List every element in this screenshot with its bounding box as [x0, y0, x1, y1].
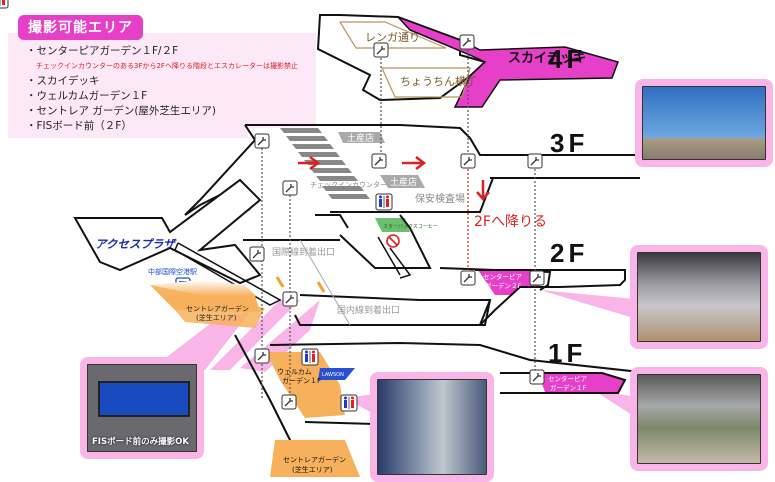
souvenir-shop-2: 土産店	[390, 176, 417, 188]
escalator-icon	[529, 270, 545, 286]
floor-label-4f: 4F	[548, 44, 587, 74]
centrair-garden-2-sub: (芝生エリア)	[292, 465, 333, 474]
access-plaza-label: アクセスプラザ	[95, 237, 177, 251]
descend-to-2f-label: 2Fへ降りる	[474, 214, 547, 230]
access-plaza-area	[73, 178, 262, 285]
escalator-icon	[371, 153, 387, 169]
center-pier-2f-photo	[630, 245, 768, 349]
lawson-label: LAWSON	[322, 372, 344, 378]
welcome-garden-label-2: ガーデン１F	[282, 376, 321, 385]
escalator-icon	[282, 291, 298, 307]
centrair-garden-1-sub: (芝生エリア)	[196, 313, 237, 322]
renga-dori-label: レンガ通り	[365, 31, 420, 44]
escalator-icon	[529, 369, 545, 385]
legend-note-prohibited: チェックインカウンターのある3Fから2Fへ降りる階段とエスカレーターは撮影禁止	[36, 62, 298, 70]
floor-label-1f: 1F	[548, 338, 587, 368]
no-photo-icon	[386, 234, 400, 248]
dom-arrival-label: 国内線到着出口	[337, 304, 400, 316]
cpg1f-label-1: センターピア	[548, 374, 588, 383]
restroom-icon	[301, 348, 319, 366]
legend-title: 撮影可能エリア	[18, 15, 143, 40]
chochin-yokocho-label: ちょうちん横丁	[400, 74, 477, 88]
center-pier-1f-photo	[630, 367, 768, 471]
escalator-icon	[460, 153, 476, 169]
centrair-garden-area-1	[150, 285, 265, 328]
cpg1f-callout-tail	[590, 388, 640, 420]
cpg2f-label-2: ガーデン２F	[485, 281, 522, 290]
starbucks-label: スターバックスコーヒー	[383, 223, 438, 230]
legend-item-sky-deck: ・スカイデッキ	[26, 75, 100, 87]
restroom-icon	[375, 193, 393, 211]
photo-area-legend: ・センターピアガーデン１F/２F チェックインカウンターのある3Fから2Fへ降り…	[8, 33, 316, 138]
fis-board-screen	[98, 381, 190, 417]
escalator-icon	[527, 153, 543, 169]
restroom-icons	[0, 0, 393, 412]
sky-deck-area	[397, 16, 619, 108]
escalator-icon	[459, 34, 475, 50]
restroom-icon	[340, 394, 358, 412]
legend-item-fis-board: ・FISボード前（２F）	[26, 120, 132, 132]
cpg2f-label-1: センターピア	[483, 272, 523, 281]
fis-board-photo: FISボード前のみ撮影OK	[80, 357, 204, 459]
escalator-icon	[254, 133, 270, 149]
lawson-store	[318, 368, 355, 380]
cpg2f-callout-tail	[540, 290, 645, 320]
centrair-garden-area-2	[270, 440, 360, 477]
security-label: 保安検査場	[415, 192, 465, 205]
legend-item-welcome-garden: ・ウェルカムガーデン１F	[26, 90, 148, 102]
route-arrows	[298, 156, 490, 201]
floor-label-2f: 2F	[550, 238, 589, 268]
souvenir-shop-1: 土産店	[347, 132, 374, 144]
escalator-icon	[373, 42, 389, 58]
floor-label-3f: 3F	[550, 128, 589, 158]
floor-3f-outline	[245, 124, 640, 156]
escalator-icon	[460, 270, 476, 286]
renga-dori-area	[338, 21, 447, 49]
welcome-garden-label-1: ウェルカム	[277, 368, 312, 376]
escalator-icon	[281, 394, 297, 410]
starbucks-area	[375, 218, 410, 232]
cpg1f-label-2: ガーデン１F	[550, 383, 587, 392]
centrair-garden-1-label: セントレアガーデン	[186, 304, 249, 313]
legend-item-centrair-garden: ・セントレア ガーデン(屋外芝生エリア)	[26, 105, 217, 117]
center-pier-garden-1f-area	[538, 373, 625, 392]
fis-photo-caption: FISボード前のみ撮影OK	[92, 437, 189, 447]
checkin-counter-label: チェックインカウンター	[310, 180, 387, 189]
chochin-yokocho-area	[381, 67, 471, 98]
escalator-icon	[282, 180, 298, 196]
sky-deck-label: スカイデッキ	[508, 50, 586, 66]
centrair-garden-2-label: セントレアガーデン	[283, 455, 346, 464]
fis-callout-tail	[210, 300, 300, 370]
checkin-counter-stripes	[280, 128, 370, 199]
sky-deck-photo	[635, 79, 773, 167]
legend-item-center-pier: ・センターピアガーデン１F/２F	[26, 45, 179, 57]
intl-arrival-label: 国際線到着出口	[272, 246, 335, 258]
welcome-garden-photo	[370, 372, 494, 482]
center-pier-garden-2f-area	[478, 270, 540, 295]
restroom-icon	[0, 0, 9, 9]
escalator-icon	[254, 348, 270, 364]
station-label: 中部国際空港駅	[148, 267, 197, 276]
escalator-icon	[249, 246, 265, 262]
